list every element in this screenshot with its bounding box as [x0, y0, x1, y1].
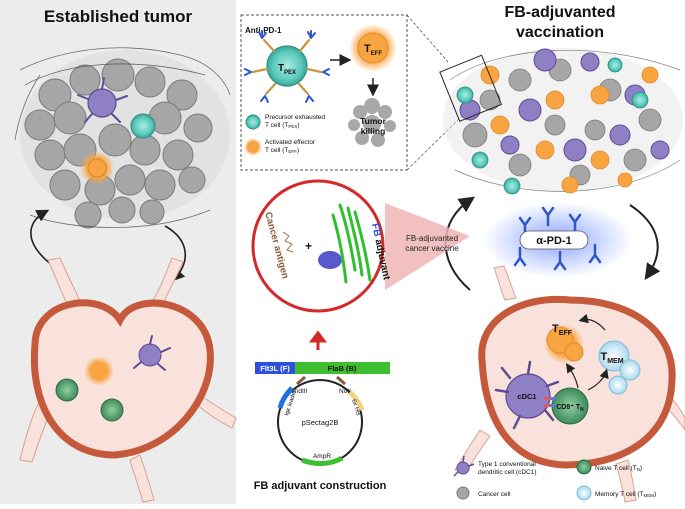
right-panel-title-line1: FB-adjuvanted [504, 4, 615, 21]
ln-cd8-label: CD8⁺ TN [556, 404, 584, 413]
right-panel-title-line2: vaccination [516, 24, 604, 41]
construct-caption: FB adjuvant construction [254, 480, 387, 492]
his-tag-segment [348, 390, 365, 411]
tumor-killing-debris [348, 98, 396, 147]
ln-cdc1-label: cDC1 [517, 392, 536, 401]
legend-teff-swatch [247, 141, 259, 153]
inset-antibodies [244, 30, 330, 103]
fb-protein-structure [318, 203, 372, 284]
hindiii-site [296, 375, 306, 386]
antigen-structure [282, 231, 294, 253]
right-lymph-node [454, 265, 685, 503]
noti-site [336, 375, 346, 386]
tpex-receptors [251, 38, 323, 96]
zoom-line-top [406, 14, 449, 63]
flt3l-bar [255, 362, 295, 374]
vaccine-plus: + [305, 239, 312, 253]
inset-anti-pd1-label: Anti-PD-1 [245, 26, 282, 35]
antibody-pill [519, 230, 589, 250]
plasmid-label: pSectag2B [302, 418, 339, 427]
flab-bar [295, 362, 390, 374]
legend-memory-text: Memory T cell (TMEM) [595, 491, 656, 498]
his-tag-label: 6x His [350, 399, 361, 417]
left-panel-title: Established tumor [44, 7, 193, 26]
established-tumor-cluster [14, 47, 231, 229]
ampr-segment [301, 455, 344, 466]
tpex-label: TPEX [278, 63, 296, 76]
legend-cancer-text: Cancer cell [478, 491, 511, 498]
left-lymph-node [19, 257, 237, 503]
hindiii-label: HindIII [289, 388, 308, 395]
flab-label: FlaB (B) [328, 364, 357, 373]
legend-naive-text: Naive T cell (TN) [595, 465, 642, 472]
left-cycle-arrow-down [164, 225, 187, 282]
noti-label: NotI [339, 388, 351, 395]
vaccine-callout [385, 203, 470, 290]
ampr-label: AmpR [313, 453, 331, 460]
teff-cell [357, 32, 389, 64]
igk-leader-segment [277, 386, 294, 409]
left-cycle-arrow-up [30, 209, 53, 266]
ln-teff-label: TEFF [552, 323, 573, 337]
construct-to-vaccine-arrow [309, 330, 327, 350]
flt3l-label: Flt3L (F) [260, 364, 290, 373]
right-cycle-arrow-down [629, 204, 661, 280]
tpex-cell [266, 45, 308, 87]
treated-tumor-cluster [439, 48, 683, 195]
legend-tpex-swatch [245, 114, 261, 130]
ln-tmem-label: TMEM [600, 351, 623, 365]
teff-label: TEFF [364, 43, 382, 57]
antibody-label: α-PD-1 [536, 235, 572, 247]
